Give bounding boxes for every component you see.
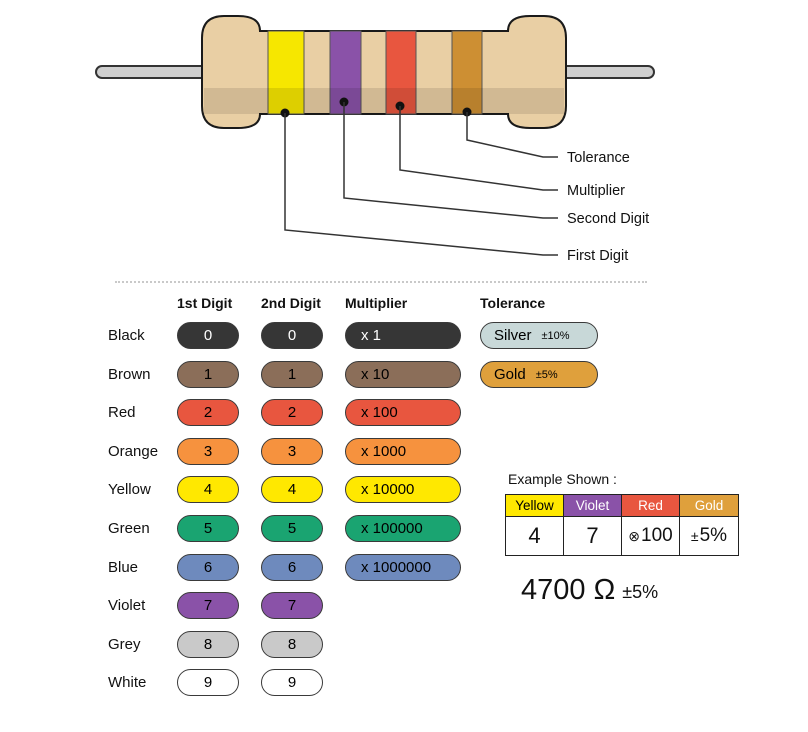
- digit2-pill: 4: [261, 476, 323, 503]
- example-digit: 4: [528, 523, 541, 548]
- table-row-white: White 9 9: [0, 669, 808, 696]
- example-value-tolerance: ±5%: [680, 517, 738, 555]
- header-2nd-digit: 2nd Digit: [261, 295, 321, 311]
- multiplier-band: [385, 30, 417, 115]
- digit1-pill: 2: [177, 399, 239, 426]
- digit2-pill: 8: [261, 631, 323, 658]
- multiplier-callout-label: Multiplier: [567, 183, 625, 199]
- multiplier-leader-line: [399, 106, 558, 191]
- color-name: Grey: [108, 636, 141, 653]
- color-name: Orange: [108, 443, 159, 460]
- multiplier-pill: x 100: [345, 399, 461, 426]
- result-tolerance: ±5%: [622, 582, 659, 602]
- table-row-violet: Violet 7 7: [0, 592, 808, 619]
- multiplier-pill: x 10000: [345, 476, 461, 503]
- color-name: Black: [108, 327, 145, 344]
- header-tolerance: Tolerance: [480, 295, 546, 311]
- example-band-violet: Violet: [564, 495, 622, 517]
- digit2-pill: 7: [261, 592, 323, 619]
- multiply-icon: ⊗: [628, 527, 641, 544]
- multiplier-pill: x 1000000: [345, 554, 461, 581]
- table-row-yellow: Yellow 4 4 x 10000: [0, 476, 808, 503]
- multiplier-pill: x 1000: [345, 438, 461, 465]
- table-row-blue: Blue 6 6 x 1000000: [0, 554, 808, 581]
- color-name: Violet: [108, 597, 146, 614]
- digit1-pill: 6: [177, 554, 239, 581]
- table-row-grey: Grey 8 8: [0, 631, 808, 658]
- digit1-pill: 5: [177, 515, 239, 542]
- digit1-pill: 9: [177, 669, 239, 696]
- digit2-pill: 5: [261, 515, 323, 542]
- digit2-pill: 3: [261, 438, 323, 465]
- digit1-pill: 7: [177, 592, 239, 619]
- example-value-second-digit: 7: [564, 517, 622, 555]
- example-table: Yellow Violet Red Gold 4 7 ⊗100 ±5%: [505, 494, 739, 556]
- color-name: White: [108, 674, 147, 691]
- section-divider: [115, 281, 647, 283]
- example-band-gold: Gold: [680, 495, 738, 517]
- digit2-pill: 2: [261, 399, 323, 426]
- header-1st-digit: 1st Digit: [177, 295, 233, 311]
- multiplier-pill: x 1: [345, 322, 461, 349]
- color-name: Green: [108, 520, 150, 537]
- first-digit-leader-line: [284, 113, 558, 256]
- tolerance-pill: Silver ±10%: [480, 322, 598, 349]
- color-name: Blue: [108, 559, 139, 576]
- tolerance-callout-label: Tolerance: [567, 150, 630, 166]
- color-name: Red: [108, 404, 136, 421]
- example-value-first-digit: 4: [506, 517, 564, 555]
- multiplier-pill: x 100000: [345, 515, 461, 542]
- color-name: Brown: [108, 366, 151, 383]
- second-digit-callout-label: Second Digit: [567, 211, 649, 227]
- tolerance-leader-line: [466, 112, 558, 158]
- example-band-red: Red: [622, 495, 680, 517]
- example-title: Example Shown :: [508, 471, 617, 487]
- digit1-pill: 0: [177, 322, 239, 349]
- result-value: 4700 Ω: [521, 574, 616, 606]
- table-row-brown: Brown 1 1 x 10 Gold ±5%: [0, 361, 808, 388]
- table-row-green: Green 5 5 x 100000: [0, 515, 808, 542]
- tolerance-pill: Gold ±5%: [480, 361, 598, 388]
- digit1-pill: 8: [177, 631, 239, 658]
- header-multiplier: Multiplier: [345, 295, 408, 311]
- multiplier-pill: x 10: [345, 361, 461, 388]
- digit2-pill: 0: [261, 322, 323, 349]
- tolerance-value: ±10%: [541, 330, 570, 342]
- first-digit-band: [267, 30, 305, 115]
- color-name: Yellow: [108, 481, 151, 498]
- example-tolerance: 5%: [699, 525, 728, 546]
- digit1-pill: 1: [177, 361, 239, 388]
- body-shadow: [204, 88, 564, 114]
- example-multiplier: 100: [641, 525, 673, 546]
- example-digit: 7: [586, 523, 599, 548]
- tolerance-name: Silver: [494, 327, 532, 344]
- digit2-pill: 9: [261, 669, 323, 696]
- table-row-red: Red 2 2 x 100: [0, 399, 808, 426]
- example-value-multiplier: ⊗100: [622, 517, 680, 555]
- plus-minus-icon: ±: [690, 528, 699, 544]
- digit2-pill: 1: [261, 361, 323, 388]
- table-row-black: Black 0 0 x 1 Silver ±10%: [0, 322, 808, 349]
- example-result: 4700 Ω ±5%: [521, 574, 658, 607]
- example-band-yellow: Yellow: [506, 495, 564, 517]
- tolerance-value: ±5%: [535, 369, 558, 381]
- table-row-orange: Orange 3 3 x 1000: [0, 438, 808, 465]
- resistor-diagram: Tolerance Multiplier Second Digit First …: [95, 15, 655, 264]
- tolerance-name: Gold: [494, 366, 526, 383]
- digit2-pill: 6: [261, 554, 323, 581]
- first-digit-callout-label: First Digit: [567, 248, 628, 264]
- digit1-pill: 4: [177, 476, 239, 503]
- second-digit-leader-line: [343, 102, 558, 219]
- digit1-pill: 3: [177, 438, 239, 465]
